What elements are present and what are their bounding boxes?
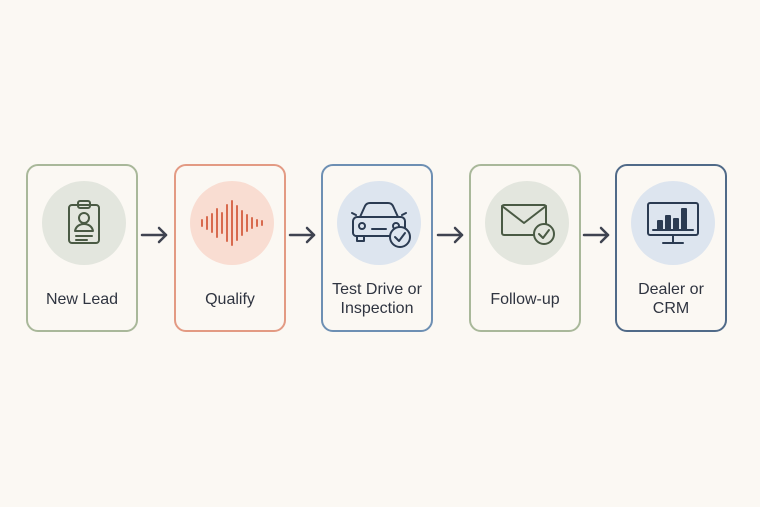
step-icon-circle <box>631 181 715 265</box>
step-label: New Lead <box>45 290 119 308</box>
arrow-right-icon <box>582 226 610 244</box>
sound-wave-icon <box>201 200 263 246</box>
step-new-lead: New Lead <box>26 164 138 332</box>
step-icon-circle <box>485 181 569 265</box>
step-test-drive: Test Drive or Inspection <box>321 164 433 332</box>
step-label: Test Drive or Inspection <box>332 281 422 317</box>
clipboard-contact-icon <box>68 200 100 244</box>
envelope-check-icon <box>501 204 555 245</box>
step-follow-up: Follow-up <box>469 164 581 332</box>
step-label: Dealer or CRM <box>638 281 704 317</box>
arrow-right-icon <box>140 226 168 244</box>
step-qualify: Qualify <box>174 164 286 332</box>
arrow-right-icon <box>436 226 464 244</box>
step-icon-circle <box>42 181 126 265</box>
car-check-icon <box>351 202 411 248</box>
step-label: Qualify <box>205 290 255 308</box>
step-icon-circle <box>337 181 421 265</box>
step-label: Follow-up <box>490 290 560 308</box>
monitor-chart-icon <box>647 202 699 244</box>
step-icon-circle <box>190 181 274 265</box>
step-dealer-crm: Dealer or CRM <box>615 164 727 332</box>
arrow-right-icon <box>288 226 316 244</box>
